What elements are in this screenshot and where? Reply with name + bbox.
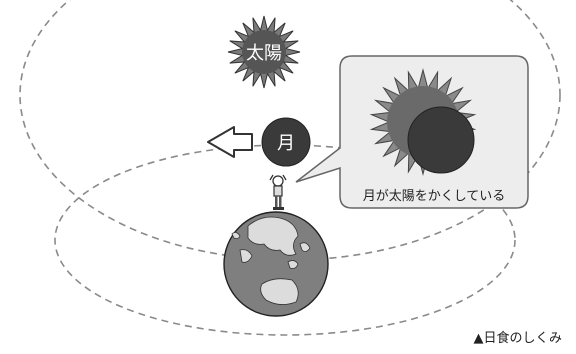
moon-label: 月	[277, 133, 295, 154]
eclipse-callout: 月が太陽をかくしている	[295, 55, 529, 209]
person-icon	[269, 174, 287, 210]
callout-text: 月が太陽をかくしている	[363, 189, 506, 204]
moon-icon: 月	[261, 117, 311, 167]
earth-orbit	[19, 0, 561, 261]
earth-icon	[223, 211, 329, 317]
sun-label: 太陽	[246, 43, 282, 64]
figure-caption: ▲日食のしくみ	[473, 331, 562, 346]
left-arrow-icon	[207, 126, 253, 158]
sun-icon: 太陽	[227, 15, 301, 89]
